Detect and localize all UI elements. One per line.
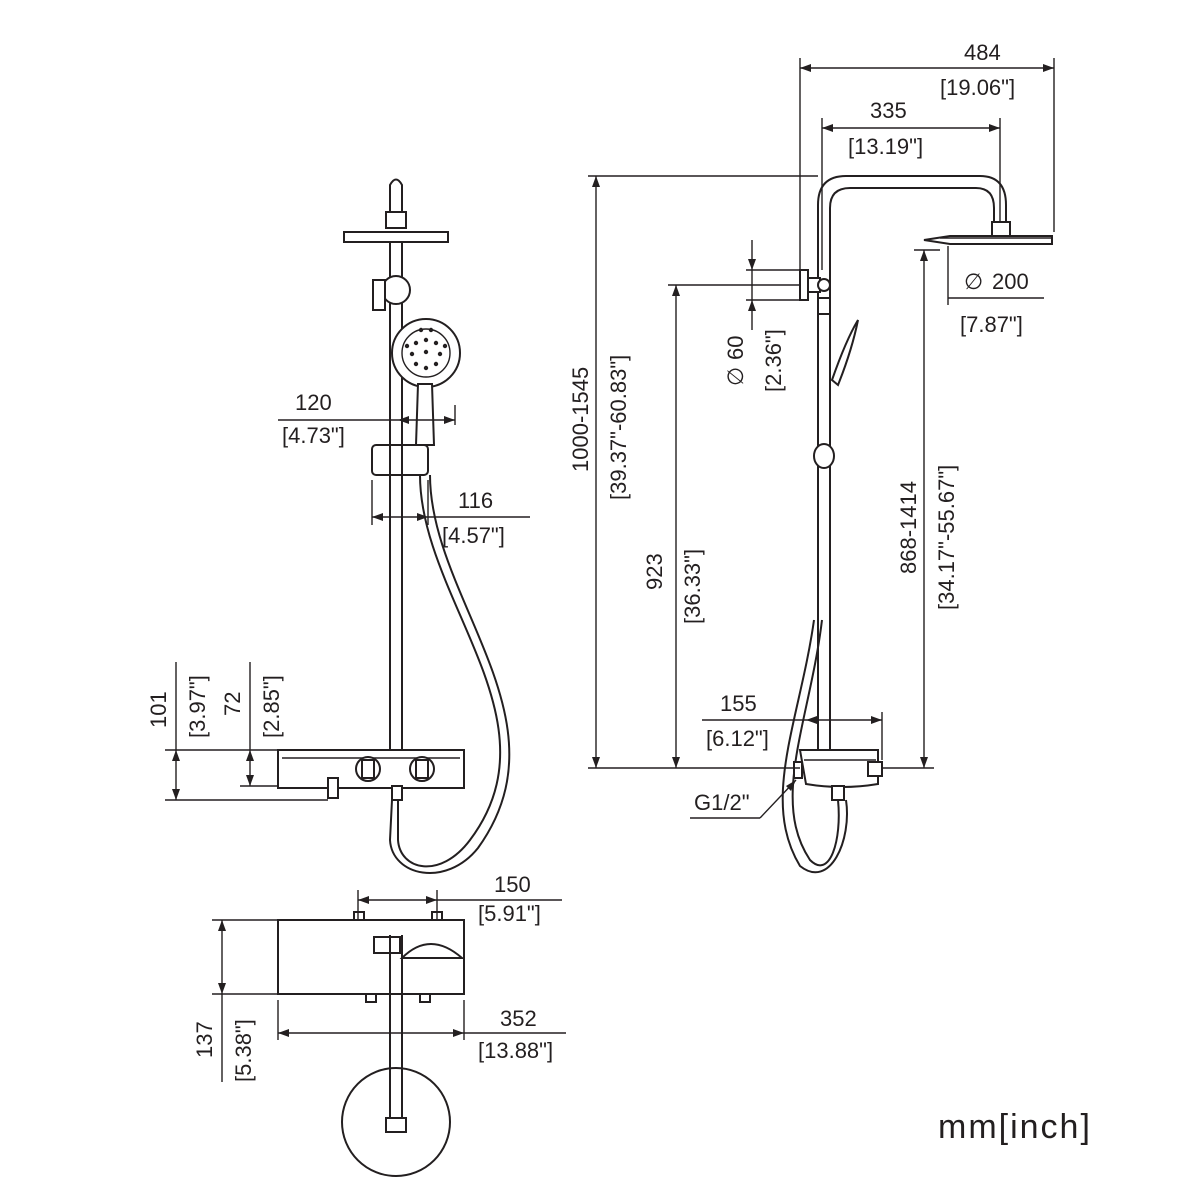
dim-137-inch: [5.38"]: [231, 1019, 256, 1082]
dim-200-symbol: ∅: [964, 269, 983, 294]
top-view: [277, 911, 465, 1177]
dim-116-mm: 116: [458, 488, 493, 513]
units-label: mm[inch]: [938, 1108, 1092, 1146]
dim-1000-inch: [39.37"-60.83"]: [606, 355, 631, 500]
dim-150-inch: [5.91"]: [478, 901, 541, 926]
dim-137-mm: 137: [192, 1021, 217, 1058]
dim-1000-mm: 1000-1545: [568, 367, 593, 472]
dim-116-inch: [4.57"]: [442, 523, 505, 548]
dim-484-inch: [19.06"]: [940, 75, 1015, 100]
spray-nozzles: [404, 327, 448, 371]
thread-label: G1/2": [694, 790, 750, 815]
dim-60-mm: 60: [723, 336, 748, 360]
top-dimensions: 150 [5.91"] 352 [13.88"] 137 [5.38"]: [192, 872, 566, 1082]
dim-335-inch: [13.19"]: [848, 134, 923, 159]
front-dimensions: 120 [4.73"] 116 [4.57"] 101 [3.97"] 72 […: [146, 390, 530, 801]
dim-72-mm: 72: [220, 692, 245, 716]
dim-120-inch: [4.73"]: [282, 423, 345, 448]
dim-484-mm: 484: [964, 40, 1001, 65]
side-dimensions: 484 [19.06"] 335 [13.19"] ∅ 200 [7.87"] …: [568, 40, 1055, 819]
dim-155-mm: 155: [720, 691, 757, 716]
dim-200-mm: 200: [992, 269, 1029, 294]
dim-101-mm: 101: [146, 691, 171, 728]
dim-60-symbol: ∅: [723, 367, 748, 386]
dim-150-mm: 150: [494, 872, 531, 897]
dim-923-inch: [36.33"]: [680, 549, 705, 624]
dim-155-inch: [6.12"]: [706, 726, 769, 751]
dim-72-inch: [2.85"]: [259, 675, 284, 738]
dim-60-inch: [2.36"]: [761, 329, 786, 392]
side-view: [781, 175, 1053, 874]
dim-923-mm: 923: [642, 553, 667, 590]
front-view: [277, 178, 511, 874]
dim-101-inch: [3.97"]: [185, 675, 210, 738]
dim-120-mm: 120: [295, 390, 332, 415]
dim-200-inch: [7.87"]: [960, 312, 1023, 337]
dim-335-mm: 335: [870, 98, 907, 123]
dim-352-inch: [13.88"]: [478, 1038, 553, 1063]
dim-868-mm: 868-1414: [896, 481, 921, 574]
dim-868-inch: [34.17"-55.67"]: [934, 465, 959, 610]
dim-352-mm: 352: [500, 1006, 537, 1031]
